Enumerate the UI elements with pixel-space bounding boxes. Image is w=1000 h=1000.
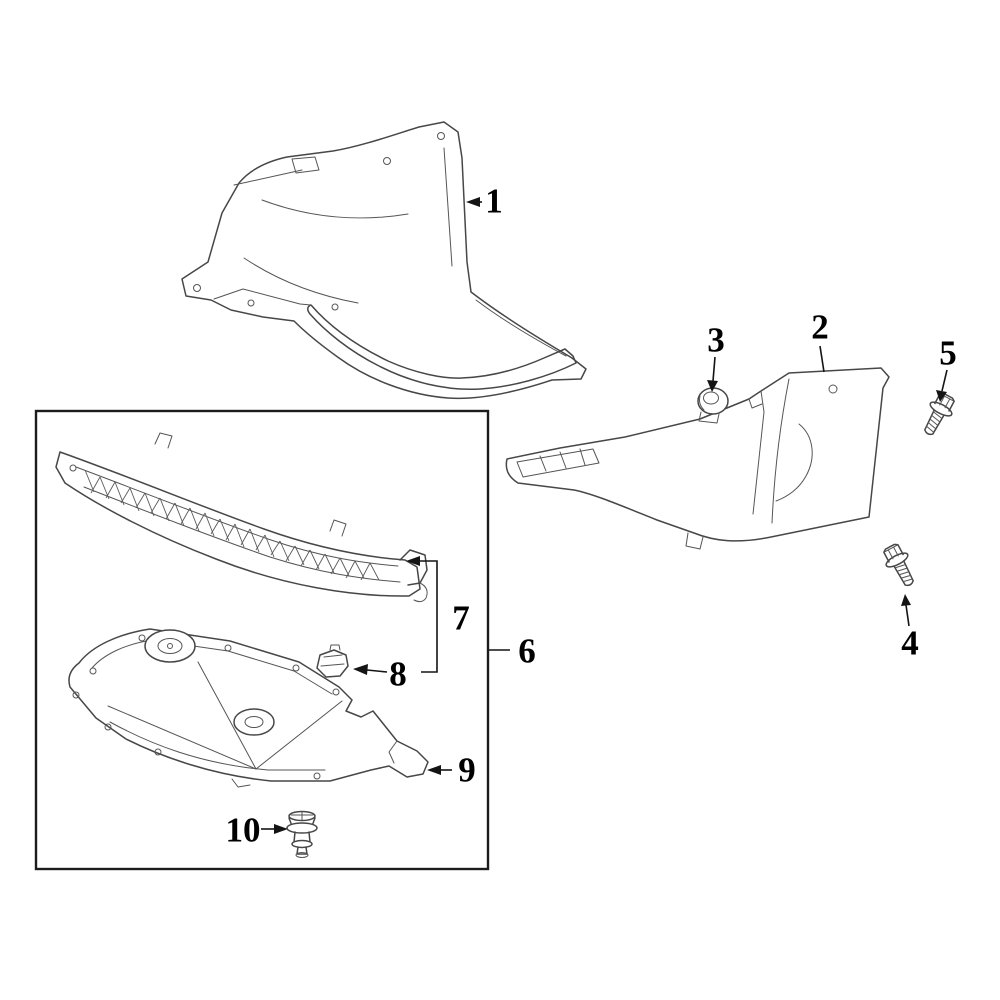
callout-5-label: 5 xyxy=(939,333,957,373)
part-9-under-cover xyxy=(68,628,429,788)
grille-slats xyxy=(84,469,380,581)
callout-6-label: 6 xyxy=(518,631,536,671)
callout-4-label: 4 xyxy=(901,623,919,663)
callout-3-label: 3 xyxy=(707,320,725,360)
part-1-engine-splash-shield xyxy=(181,121,587,400)
part-3-clip xyxy=(697,387,729,424)
callout-9-arrow xyxy=(427,765,452,775)
callout-7-label: 7 xyxy=(452,598,470,638)
callout-1-label: 1 xyxy=(485,181,503,221)
part-5-bolt xyxy=(924,392,955,436)
callout-1-arrow xyxy=(466,197,482,207)
part-8-clip xyxy=(316,644,349,678)
callout-3-arrow xyxy=(707,356,718,392)
callout-9-label: 9 xyxy=(458,750,476,790)
callout-10-label: 10 xyxy=(225,810,261,850)
callout-4-arrow xyxy=(901,594,911,627)
part-4-bolt xyxy=(883,543,914,587)
callout-7-bracket xyxy=(406,556,438,673)
callout-5-arrow xyxy=(936,369,948,402)
part-10-retainer xyxy=(286,810,318,858)
callout-8-label: 8 xyxy=(389,654,407,694)
callout-2-line xyxy=(819,345,825,373)
callout-10-arrow xyxy=(261,824,288,834)
part-2-side-splash-shield xyxy=(505,367,890,550)
callout-8-arrow xyxy=(353,664,388,675)
part-7-front-spoiler-grille xyxy=(55,432,428,603)
group-6-box xyxy=(34,409,490,871)
callout-2-label: 2 xyxy=(811,307,829,347)
